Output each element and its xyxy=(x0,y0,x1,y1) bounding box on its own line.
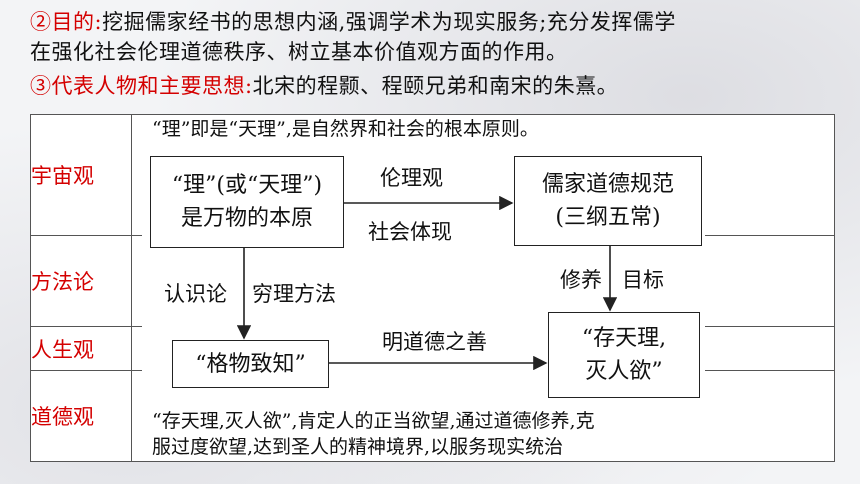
box-li-origin: “理”(或“天理”) 是万物的本原 xyxy=(150,156,344,248)
box-cun-tianli: “存天理, 灭人欲” xyxy=(548,312,700,398)
row-label-life-view: 人生观 xyxy=(30,326,132,371)
purpose-text: 挖掘儒家经书的思想内涵,强调学术为现实服务;充分发挥儒学 xyxy=(102,10,676,34)
label-goal: 目标 xyxy=(622,268,664,292)
flow-arrows xyxy=(236,195,618,371)
purpose-label: ②目的: xyxy=(30,10,103,34)
box-cun-line2: 灭人欲” xyxy=(585,359,663,384)
flowchart: “理”(或“天理”) 是万物的本原 儒家道德规范 (三纲五常) “格物致知” “… xyxy=(142,148,705,403)
label-cultivation: 修养 xyxy=(560,268,602,292)
box-norm-line1: 儒家道德规范 xyxy=(541,172,674,197)
box-moral-norms: 儒家道德规范 (三纲五常) xyxy=(514,156,702,246)
morality-text-a: “存天理,灭人欲”,肯定人的正当欲望,通过道德修养,克 xyxy=(152,410,595,432)
purpose-line-2: 在强化社会伦理道德秩序、树立基本价值观方面的作用。 xyxy=(30,40,568,64)
box-li-line1: “理”(或“天理”) xyxy=(171,173,323,198)
label-ethics-view: 伦理观 xyxy=(380,166,443,190)
box-li-line2: 是万物的本原 xyxy=(180,206,313,231)
figures-line: ③代表人物和主要思想:北宋的程颢、程颐兄弟和南宋的朱熹。 xyxy=(30,72,618,100)
box-gewu-zhizhi: “格物致知” xyxy=(172,340,329,388)
label-qiongli-method: 穷理方法 xyxy=(252,282,336,306)
cosmology-text: “理”即是“天理”,是自然界和社会的根本原则。 xyxy=(152,118,539,140)
label-moral-goodness: 明道德之善 xyxy=(382,330,487,354)
figures-text: 北宋的程颢、程颐兄弟和南宋的朱熹。 xyxy=(252,74,619,98)
box-cun-line1: “存天理, xyxy=(581,326,667,351)
label-epistemology: 认识论 xyxy=(164,282,227,306)
row-label-cosmology: 宇宙观 xyxy=(30,114,132,236)
box-norm-line2: (三纲五常) xyxy=(555,205,661,230)
row-label-morality: 道德观 xyxy=(30,370,132,462)
morality-text-b: 服过度欲望,达到圣人的精神境界,以服务现实统治 xyxy=(152,436,564,458)
label-social-manifestation: 社会体现 xyxy=(368,220,452,244)
row-label-methodology: 方法论 xyxy=(30,235,132,327)
purpose-line: ②目的:挖掘儒家经书的思想内涵,强调学术为现实服务;充分发挥儒学 xyxy=(30,8,676,36)
figures-label: ③代表人物和主要思想: xyxy=(30,74,253,98)
